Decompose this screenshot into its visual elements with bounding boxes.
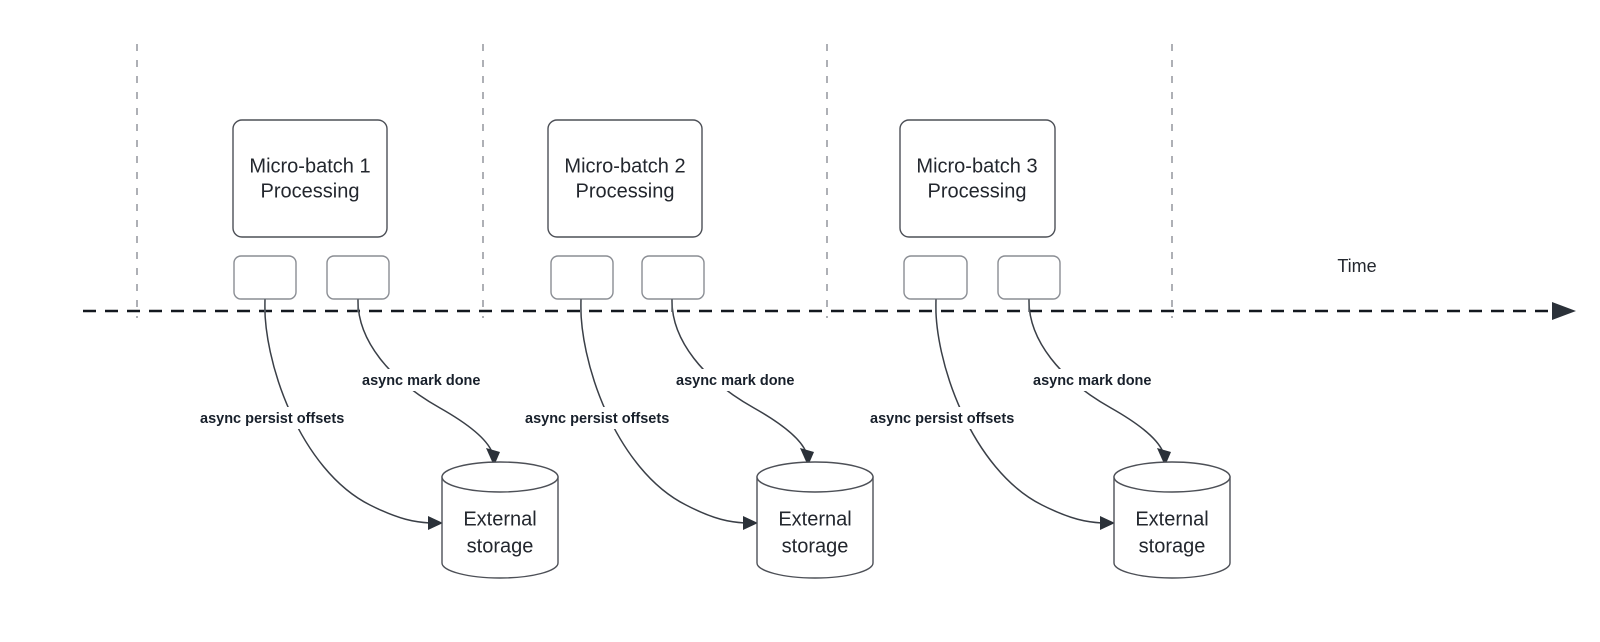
time-axis-label: Time: [1337, 256, 1376, 276]
boundary-lines: [136, 44, 1173, 318]
edge-path: [264, 298, 431, 524]
edge-label-text: async mark done: [362, 373, 480, 389]
micro-batch-group-2: Micro-batch 2 Processing External storag…: [521, 119, 874, 579]
micro-batch-label-line2: Processing: [576, 180, 675, 202]
micro-batch-2-box[interactable]: Micro-batch 2 Processing: [547, 119, 703, 238]
external-storage-2[interactable]: External storage: [756, 461, 874, 579]
edge-label-text: async mark done: [676, 373, 794, 389]
task-box-mark-3[interactable]: [997, 255, 1061, 300]
edge-path: [580, 298, 746, 524]
edge-path: [671, 298, 807, 453]
edge-arrow-icon: [743, 516, 758, 530]
task-box-mark-2[interactable]: [641, 255, 705, 300]
micro-batch-label-line2: Processing: [261, 180, 360, 202]
edge-label-async-persist-offsets-2: async persist offsets: [521, 407, 699, 429]
task-box-persist-1[interactable]: [233, 255, 297, 300]
micro-batch-box-shape: [232, 119, 388, 238]
label-backdrop: [1029, 369, 1173, 391]
external-storage-1[interactable]: External storage: [441, 461, 559, 579]
micro-batch-box-shape: [547, 119, 703, 238]
storage-label-line2: storage: [1139, 535, 1206, 557]
storage-label-line1: External: [778, 508, 851, 530]
edge-label-text: async persist offsets: [525, 411, 669, 427]
edge-path: [935, 298, 1103, 524]
cylinder-body-shape: [441, 476, 559, 579]
micro-batch-group-3: Micro-batch 3 Processing External storag…: [866, 119, 1231, 579]
storage-label-line1: External: [1135, 508, 1208, 530]
micro-batch-label-line2: Processing: [928, 180, 1027, 202]
task-box-mark-1[interactable]: [326, 255, 390, 300]
cylinder-top-shape: [441, 461, 559, 493]
edge-label-async-mark-done-2: async mark done: [672, 369, 816, 391]
edge-label-async-mark-done-3: async mark done: [1029, 369, 1173, 391]
edge-label-text: async persist offsets: [870, 411, 1014, 427]
edge-arrow-icon: [1100, 516, 1115, 530]
label-backdrop: [521, 407, 699, 429]
task-box-persist-2[interactable]: [550, 255, 614, 300]
edge-async-persist-offsets-1: [264, 298, 443, 530]
edge-path: [1028, 298, 1164, 453]
micro-batch-box-shape: [899, 119, 1056, 238]
storage-label-line2: storage: [782, 535, 849, 557]
cylinder-top-shape: [756, 461, 874, 493]
micro-batch-3-box[interactable]: Micro-batch 3 Processing: [899, 119, 1056, 238]
label-backdrop: [866, 407, 1044, 429]
label-backdrop: [358, 369, 502, 391]
cylinder-top-shape: [1113, 461, 1231, 493]
edge-label-text: async persist offsets: [200, 411, 344, 427]
edge-arrow-icon: [800, 448, 814, 466]
label-backdrop: [196, 407, 374, 429]
edge-label-text: async mark done: [1033, 373, 1151, 389]
edge-path: [357, 298, 493, 453]
storage-label-line1: External: [463, 508, 536, 530]
micro-batch-label-line1: Micro-batch 2: [564, 155, 685, 177]
edge-arrow-icon: [486, 448, 500, 466]
micro-batch-1-box[interactable]: Micro-batch 1 Processing: [232, 119, 388, 238]
edge-label-async-mark-done-1: async mark done: [358, 369, 502, 391]
edge-async-persist-offsets-3: [935, 298, 1115, 530]
edge-arrow-icon: [428, 516, 443, 530]
micro-batch-label-line1: Micro-batch 1: [249, 155, 370, 177]
edge-async-persist-offsets-2: [580, 298, 758, 530]
edge-async-mark-done-2: [671, 298, 814, 466]
edge-label-async-persist-offsets-3: async persist offsets: [866, 407, 1044, 429]
micro-batch-group-1: Micro-batch 1 Processing External storag…: [196, 119, 559, 579]
edge-async-mark-done-1: [357, 298, 500, 466]
storage-label-line2: storage: [467, 535, 534, 557]
cylinder-body-shape: [756, 476, 874, 579]
timeline-arrow-icon: [1552, 302, 1576, 320]
label-backdrop: [672, 369, 816, 391]
edge-async-mark-done-3: [1028, 298, 1171, 466]
task-box-persist-3[interactable]: [903, 255, 968, 300]
time-axis: Time: [83, 256, 1576, 320]
external-storage-3[interactable]: External storage: [1113, 461, 1231, 579]
edge-label-async-persist-offsets-1: async persist offsets: [196, 407, 374, 429]
edge-arrow-icon: [1157, 448, 1171, 466]
cylinder-body-shape: [1113, 476, 1231, 579]
micro-batch-label-line1: Micro-batch 3: [916, 155, 1037, 177]
